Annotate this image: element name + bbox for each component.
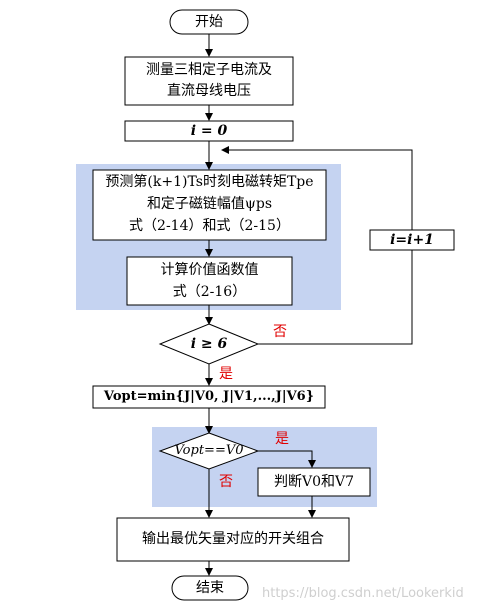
cost-line2: 式（2-16） bbox=[172, 284, 247, 300]
yes-label-1: 是 bbox=[219, 366, 233, 382]
increment-label: i=i+1 bbox=[390, 232, 434, 248]
output-label: 输出最优矢量对应的开关组合 bbox=[142, 531, 324, 547]
loop-back-connector bbox=[221, 146, 413, 230]
loop-no-connector bbox=[258, 250, 413, 345]
decision-i-label: i ≥ 6 bbox=[190, 336, 228, 352]
no-label-2: 否 bbox=[219, 474, 233, 490]
start-label: 开始 bbox=[195, 14, 223, 30]
judge-box bbox=[257, 467, 371, 497]
predict-line3: 式（2-14）和式（2-15） bbox=[129, 218, 290, 234]
measure-line1: 测量三相定子电流及 bbox=[146, 62, 272, 78]
yes-to-judge-connector bbox=[258, 450, 316, 468]
measure-line2: 直流母线电压 bbox=[167, 83, 251, 99]
end-terminator bbox=[171, 575, 249, 601]
judge-label: 判断V0和V7 bbox=[273, 474, 355, 490]
predict-line1: 预测第(k+1)Ts时刻电磁转矩Tpe bbox=[105, 174, 314, 190]
yes-label-2: 是 bbox=[275, 431, 289, 447]
vopt-label: Vopt=min{J|V0, J|V1,...,J|V6} bbox=[103, 389, 315, 404]
decision-v-label: Vopt==V0 bbox=[174, 443, 244, 458]
init-label: i = 0 bbox=[190, 123, 228, 139]
cost-line1: 计算价值函数值 bbox=[160, 262, 259, 278]
no-label-1: 否 bbox=[273, 324, 287, 340]
watermark: https://blog.csdn.net/Lookerkid bbox=[262, 586, 464, 601]
predict-line2: 和定子磁链幅值ψps bbox=[146, 196, 273, 212]
predict-box bbox=[92, 169, 327, 241]
end-label: 结束 bbox=[196, 580, 224, 596]
output-box bbox=[116, 517, 350, 562]
measure-box bbox=[124, 56, 294, 106]
